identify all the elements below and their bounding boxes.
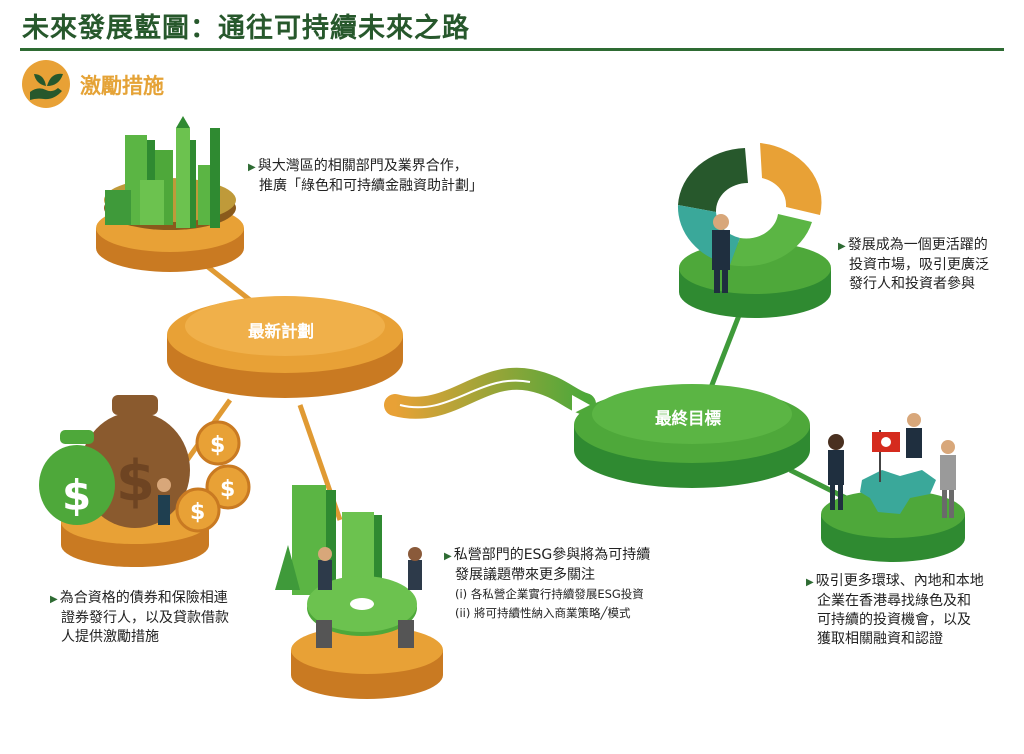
bullet-triangle-icon: ▶ bbox=[50, 594, 58, 605]
section-label: 激勵措施 bbox=[80, 73, 164, 98]
title-divider bbox=[20, 48, 1004, 51]
callout-private-sector: ▶私營部門的ESG參與將為可持續 發展議題帶來更多關注 (i) 各私營企業實行持… bbox=[444, 547, 651, 620]
svg-text:$: $ bbox=[220, 477, 235, 502]
callout-incentive: ▶為合資格的債券和保險相連 證券發行人，以及貸款借款 人提供激勵措施 bbox=[50, 590, 229, 645]
bullet-triangle-icon: ▶ bbox=[248, 162, 256, 173]
goal-node-label: 最終目標 bbox=[655, 409, 721, 428]
callout-gba: ▶與大灣區的相關部門及業界合作， 推廣「綠色和可持續金融資助計劃」 bbox=[248, 158, 483, 194]
bullet-triangle-icon: ▶ bbox=[806, 577, 814, 588]
plan-node-label: 最新計劃 bbox=[248, 322, 314, 341]
meeting-table-illustration bbox=[275, 485, 443, 699]
donut-chart-illustration bbox=[677, 143, 831, 318]
money-bags-illustration: $ $ $ $ $ bbox=[39, 395, 251, 567]
svg-text:$: $ bbox=[210, 433, 225, 458]
city-buildings-illustration bbox=[96, 116, 244, 272]
flow-arrow bbox=[384, 367, 596, 419]
goal-node bbox=[574, 384, 810, 488]
hong-kong-map-illustration bbox=[821, 413, 965, 562]
svg-text:$: $ bbox=[190, 500, 205, 525]
page-title: 未來發展藍圖：通往可持續未來之路 bbox=[22, 13, 470, 44]
svg-text:$: $ bbox=[62, 471, 91, 520]
callout-attract: ▶吸引更多環球、內地和本地 企業在香港尋找綠色及和 可持續的投資機會，以及 獲取… bbox=[806, 573, 984, 647]
bullet-triangle-icon: ▶ bbox=[838, 241, 846, 252]
plan-node bbox=[167, 296, 403, 398]
bullet-triangle-icon: ▶ bbox=[444, 551, 452, 562]
callout-market: ▶發展成為一個更活躍的 投資市場，吸引更廣泛 發行人和投資者參與 bbox=[838, 237, 989, 292]
svg-text:$: $ bbox=[116, 449, 155, 514]
hand-sprout-icon bbox=[22, 60, 70, 108]
